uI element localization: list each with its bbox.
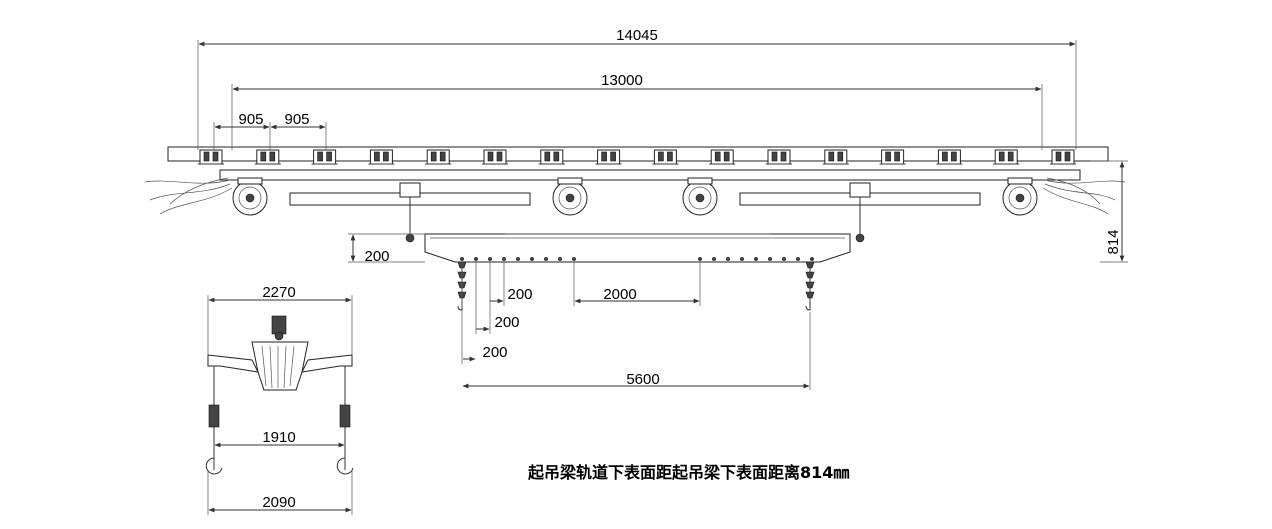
end-view-hoist xyxy=(251,341,309,391)
wheel xyxy=(232,177,268,216)
carriage-frame xyxy=(219,169,1081,181)
beam-hole xyxy=(726,257,730,261)
dim-overall-length: 14045 xyxy=(616,27,658,44)
rail-clamp xyxy=(879,149,906,165)
rail-clamp xyxy=(766,149,792,165)
rail-clamp xyxy=(595,149,622,165)
beam-hole xyxy=(698,257,702,261)
rail-clamp xyxy=(198,149,224,165)
rail-clamps xyxy=(198,149,1076,165)
hanger-right xyxy=(849,182,871,243)
beam-hole xyxy=(768,257,772,261)
dim-drop: 200 xyxy=(364,248,389,265)
drawing-caption: 起吊梁轨道下表面距起吊梁下表面距离814㎜ xyxy=(527,463,849,482)
hanger-left xyxy=(399,182,421,243)
dim-hole-pitch-1: 200 xyxy=(507,286,532,303)
dim-hook-span: 5600 xyxy=(626,371,659,388)
dim-hole-group-length: 2000 xyxy=(603,286,636,303)
beam-hole xyxy=(474,257,478,261)
cable-left xyxy=(144,177,233,215)
rail-clamp xyxy=(822,149,849,165)
rail-clamp xyxy=(936,149,963,165)
beam-hole xyxy=(740,257,744,261)
beam-hole xyxy=(796,257,800,261)
wheels xyxy=(232,177,1038,216)
beam-hole xyxy=(488,257,492,261)
top-rail xyxy=(167,146,1109,162)
dim-hole-pitch-3: 200 xyxy=(482,344,507,361)
beam-hole xyxy=(516,257,520,261)
beam-hole xyxy=(782,257,786,261)
beam-hole xyxy=(502,257,506,261)
end-view-arm xyxy=(207,354,259,373)
beam-hole xyxy=(572,257,576,261)
lifting-beam xyxy=(424,233,851,263)
beam-hole xyxy=(460,257,464,261)
rail-clamp xyxy=(482,149,508,165)
beam-hole xyxy=(712,257,716,261)
beam-hole xyxy=(530,257,534,261)
side-view: 14045 13000 905 905 814 200 200 200 xyxy=(144,27,1128,390)
rail-clamp xyxy=(709,149,736,165)
dim-end-view-width: 2270 xyxy=(262,284,295,301)
dim-end-view-bottom: 2090 xyxy=(262,494,295,511)
dim-end-view-inner: 1910 xyxy=(262,429,295,446)
rail-clamp xyxy=(1050,149,1076,165)
rail-clamp xyxy=(652,149,679,165)
dim-trolley-spacing-2: 905 xyxy=(284,111,309,128)
beam-hole xyxy=(810,257,814,261)
wheel xyxy=(552,177,588,216)
rail-clamp xyxy=(425,149,452,165)
dim-rail-span: 13000 xyxy=(601,72,643,89)
chain-right xyxy=(805,261,815,311)
rail-clamp xyxy=(368,149,395,165)
rail-clamp xyxy=(993,149,1020,165)
dim-height: 814 xyxy=(1105,229,1122,254)
cable-right xyxy=(1042,177,1126,215)
wheel xyxy=(1002,177,1038,216)
beam-hole xyxy=(754,257,758,261)
dim-hole-pitch-2: 200 xyxy=(494,314,519,331)
end-view: 2270 1910 2090 xyxy=(205,284,354,515)
rail-clamp xyxy=(538,149,565,165)
beam-hole xyxy=(544,257,548,261)
beam-holes xyxy=(460,257,814,261)
dim-trolley-spacing-1: 905 xyxy=(238,111,263,128)
wheel xyxy=(682,177,718,216)
rail-clamp xyxy=(311,149,338,165)
rail-clamp xyxy=(254,149,281,165)
beam-hole xyxy=(558,257,562,261)
